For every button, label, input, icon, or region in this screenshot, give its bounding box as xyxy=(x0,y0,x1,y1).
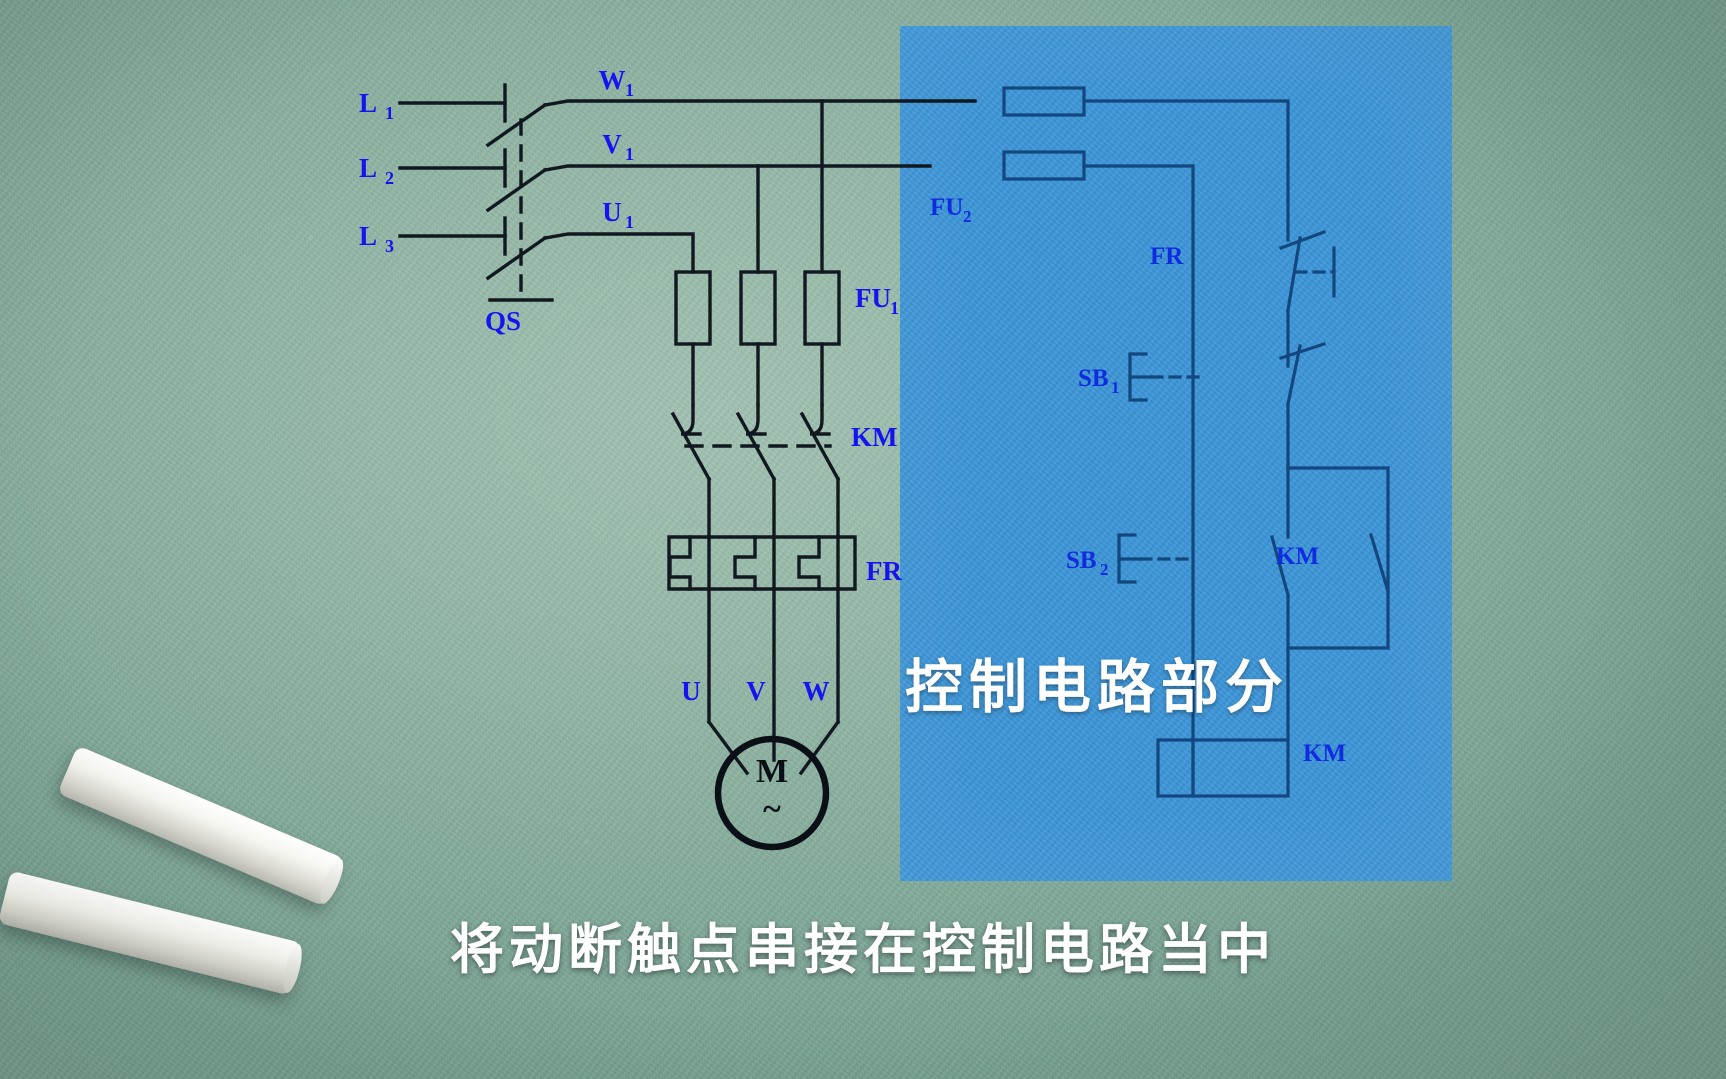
motor-terminal-v: V xyxy=(746,676,766,706)
phase-conductors xyxy=(543,99,977,274)
control-panel-title: 控制电路部分 xyxy=(905,653,1290,721)
u1-label: U xyxy=(602,197,622,227)
phase-labels: W 1 V 1 U 1 xyxy=(599,65,635,232)
fr-main-label: FR xyxy=(866,556,902,586)
km-holding-label: KM xyxy=(1276,543,1319,570)
caption-subtitle: 将动断触点串接在控制电路当中 xyxy=(450,917,1276,981)
km-main-label: KM xyxy=(851,422,898,452)
control-circuit-highlight-panel xyxy=(900,26,1452,881)
holding-circuit-parallel-branch xyxy=(1286,464,1390,650)
fr-thermal-relay[interactable] xyxy=(667,535,857,591)
sb1-stop-pushbutton[interactable] xyxy=(1128,341,1327,468)
fu1-sub: 1 xyxy=(890,298,899,318)
supply-feed-lines xyxy=(398,101,507,238)
km-main-contacts[interactable] xyxy=(670,403,841,537)
sb2-label-group: SB 2 xyxy=(1066,547,1109,579)
sb2-start-pushbutton[interactable] xyxy=(1117,533,1290,650)
fr-control-label: FR xyxy=(1150,243,1184,270)
km-coil[interactable] xyxy=(1156,646,1290,798)
v1-label: V xyxy=(602,129,622,159)
w1-label: W xyxy=(599,65,626,95)
sb1-label: SB xyxy=(1078,365,1109,392)
supply-line-labels: L 1 L 2 L 3 xyxy=(359,88,394,256)
l3-label: L xyxy=(359,221,377,251)
motor-terminal-u: U xyxy=(681,676,701,706)
l2-label: L xyxy=(359,153,377,183)
w1-sub: 1 xyxy=(625,80,634,100)
sb2-label: SB xyxy=(1066,547,1097,574)
v1-sub: 1 xyxy=(625,144,634,164)
fu2-sub: 2 xyxy=(963,207,972,226)
motor-terminal-labels: U V W xyxy=(681,676,829,706)
fu1-label: FU xyxy=(855,283,891,313)
qs-knife-switch[interactable] xyxy=(485,83,554,302)
fu2-label: FU xyxy=(930,194,963,221)
l3-sub: 3 xyxy=(385,236,394,256)
motor-lead-conductors xyxy=(706,587,841,776)
l1-sub: 1 xyxy=(385,103,394,123)
fu1-main-fuses[interactable] xyxy=(674,270,841,407)
fu1-label-group: FU 1 xyxy=(855,283,899,318)
l2-sub: 2 xyxy=(385,168,394,188)
sb1-sub: 1 xyxy=(1111,378,1120,397)
motor-terminal-w: W xyxy=(803,676,830,706)
km-coil-label: KM xyxy=(1303,740,1346,767)
l1-label: L xyxy=(359,88,377,118)
fu2-control-fuses[interactable] xyxy=(1002,86,1290,798)
km-holding-contact[interactable] xyxy=(1369,533,1390,593)
qs-label: QS xyxy=(485,306,521,336)
fu2-label-group: FU 2 xyxy=(930,194,972,226)
motor-label: M xyxy=(756,753,788,790)
motor-symbol[interactable]: M ~ xyxy=(714,735,830,851)
sb2-sub: 2 xyxy=(1100,560,1109,579)
sb1-label-group: SB 1 xyxy=(1078,365,1120,397)
motor-sublabel: ~ xyxy=(763,791,781,828)
u1-sub: 1 xyxy=(625,212,634,232)
fr-nc-contact[interactable] xyxy=(1278,226,1336,368)
